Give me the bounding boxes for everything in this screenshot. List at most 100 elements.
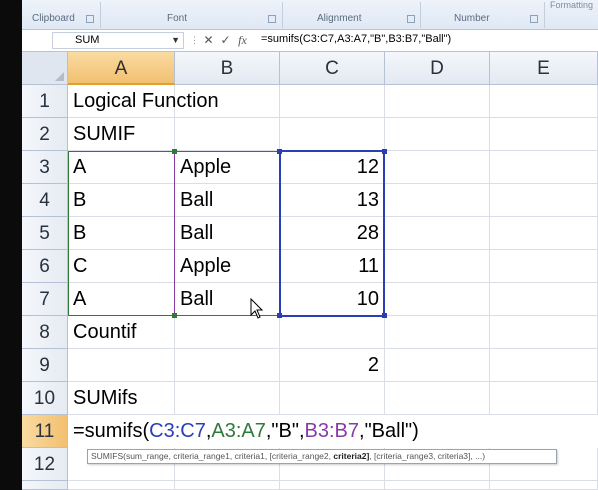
- cell-e3[interactable]: [490, 151, 598, 184]
- cancel-formula-icon[interactable]: ✕: [203, 33, 214, 47]
- cell-a13[interactable]: [68, 481, 175, 490]
- cell-a6[interactable]: C: [68, 250, 175, 283]
- row-header-9[interactable]: 9: [22, 349, 68, 382]
- name-box[interactable]: SUM ▼: [52, 32, 184, 49]
- cell-b10[interactable]: [175, 382, 280, 415]
- formula-part: ,"Ball"): [359, 420, 419, 442]
- row-header-10[interactable]: 10: [22, 382, 68, 415]
- alignment-launcher-icon[interactable]: [407, 15, 415, 23]
- range-handle[interactable]: [277, 149, 282, 154]
- cell-c8[interactable]: [280, 316, 385, 349]
- row-header-2[interactable]: 2: [22, 118, 68, 151]
- cell-d7[interactable]: [385, 283, 490, 316]
- cell-c10[interactable]: [280, 382, 385, 415]
- select-all-button[interactable]: [22, 52, 68, 85]
- cell-a9[interactable]: [68, 349, 175, 382]
- cell-b2[interactable]: [175, 118, 280, 151]
- cell-e1[interactable]: [490, 85, 598, 118]
- cell-b7[interactable]: Ball: [175, 283, 280, 316]
- cell-a4[interactable]: B: [68, 184, 175, 217]
- cell-b6[interactable]: Apple: [175, 250, 280, 283]
- font-launcher-icon[interactable]: [268, 15, 276, 23]
- function-argument-tooltip[interactable]: SUMIFS(sum_range, criteria_range1, crite…: [87, 449, 557, 464]
- enter-formula-icon[interactable]: ✓: [220, 33, 231, 47]
- cell-d1[interactable]: [385, 85, 490, 118]
- row-header-3[interactable]: 3: [22, 151, 68, 184]
- row-header-5[interactable]: 5: [22, 217, 68, 250]
- range-handle[interactable]: [172, 149, 177, 154]
- cell-e10[interactable]: [490, 382, 598, 415]
- cell-e8[interactable]: [490, 316, 598, 349]
- cell-a8[interactable]: Countif: [68, 316, 175, 349]
- cell-e2[interactable]: [490, 118, 598, 151]
- row-header-7[interactable]: 7: [22, 283, 68, 316]
- cell-b12[interactable]: [175, 448, 280, 481]
- cell-b1[interactable]: [175, 85, 280, 118]
- column-header-b[interactable]: B: [175, 52, 280, 85]
- cell-e13[interactable]: [490, 481, 598, 490]
- name-box-value: SUM: [75, 34, 100, 46]
- cell-e4[interactable]: [490, 184, 598, 217]
- cell-b5[interactable]: Ball: [175, 217, 280, 250]
- cell-d6[interactable]: [385, 250, 490, 283]
- cell-d5[interactable]: [385, 217, 490, 250]
- cell-a1[interactable]: Logical Function: [68, 85, 219, 118]
- cell-c1[interactable]: [280, 85, 385, 118]
- column-header-e[interactable]: E: [490, 52, 598, 85]
- cell-b3[interactable]: Apple: [175, 151, 280, 184]
- cell-c5[interactable]: 28: [280, 217, 385, 250]
- cell-b13[interactable]: [175, 481, 280, 490]
- formula-input[interactable]: =sumifs(C3:C7,A3:A7,"B",B3:B7,"Ball"): [261, 33, 452, 45]
- range-handle[interactable]: [382, 313, 387, 318]
- formula-bar: SUM ▼ ⋮ ✕ ✓ fx =sumifs(C3:C7,A3:A7,"B",B…: [22, 30, 598, 52]
- cell-d4[interactable]: [385, 184, 490, 217]
- cell-a5[interactable]: B: [68, 217, 175, 250]
- name-box-dropdown-icon[interactable]: ▼: [171, 35, 180, 45]
- cell-d2[interactable]: [385, 118, 490, 151]
- cell-c2[interactable]: [280, 118, 385, 151]
- cell-d13[interactable]: [385, 481, 490, 490]
- row-header-11[interactable]: 11: [22, 415, 68, 448]
- row-header-6[interactable]: 6: [22, 250, 68, 283]
- row-header-1[interactable]: 1: [22, 85, 68, 118]
- cell-e7[interactable]: [490, 283, 598, 316]
- range-handle[interactable]: [172, 313, 177, 318]
- row-header-12[interactable]: 12: [22, 448, 68, 481]
- cell-e5[interactable]: [490, 217, 598, 250]
- ribbon-formatting-label[interactable]: Formatting: [550, 0, 594, 10]
- cell-c6[interactable]: 11: [280, 250, 385, 283]
- clipboard-launcher-icon[interactable]: [86, 15, 94, 23]
- number-launcher-icon[interactable]: [530, 15, 538, 23]
- cell-c3[interactable]: 12: [280, 151, 385, 184]
- column-header-a[interactable]: A: [68, 52, 175, 85]
- cell-d8[interactable]: [385, 316, 490, 349]
- column-header-d[interactable]: D: [385, 52, 490, 85]
- cell-a7[interactable]: A: [68, 283, 175, 316]
- range-handle[interactable]: [382, 149, 387, 154]
- cell-e9[interactable]: [490, 349, 598, 382]
- cell-d3[interactable]: [385, 151, 490, 184]
- cell-b4[interactable]: Ball: [175, 184, 280, 217]
- range-handle[interactable]: [277, 313, 282, 318]
- cell-d12[interactable]: [385, 448, 490, 481]
- cell-a12[interactable]: [68, 448, 175, 481]
- cell-d9[interactable]: [385, 349, 490, 382]
- cell-b9[interactable]: [175, 349, 280, 382]
- cell-c4[interactable]: 13: [280, 184, 385, 217]
- row-header-13[interactable]: [22, 481, 68, 490]
- cell-a3[interactable]: A: [68, 151, 175, 184]
- cell-c7[interactable]: 10: [280, 283, 385, 316]
- cell-c9[interactable]: 2: [280, 349, 385, 382]
- cell-e6[interactable]: [490, 250, 598, 283]
- cell-a10[interactable]: SUMifs: [68, 382, 175, 415]
- row-header-8[interactable]: 8: [22, 316, 68, 349]
- column-header-c[interactable]: C: [280, 52, 385, 85]
- cell-c13[interactable]: [280, 481, 385, 490]
- cell-c12[interactable]: [280, 448, 385, 481]
- cell-d10[interactable]: [385, 382, 490, 415]
- insert-function-icon[interactable]: fx: [238, 33, 247, 47]
- cell-a2[interactable]: SUMIF: [68, 118, 175, 151]
- cell-b8[interactable]: [175, 316, 280, 349]
- cell-a11-editor[interactable]: =sumifs(C3:C7,A3:A7,"B",B3:B7,"Ball"): [68, 415, 598, 448]
- row-header-4[interactable]: 4: [22, 184, 68, 217]
